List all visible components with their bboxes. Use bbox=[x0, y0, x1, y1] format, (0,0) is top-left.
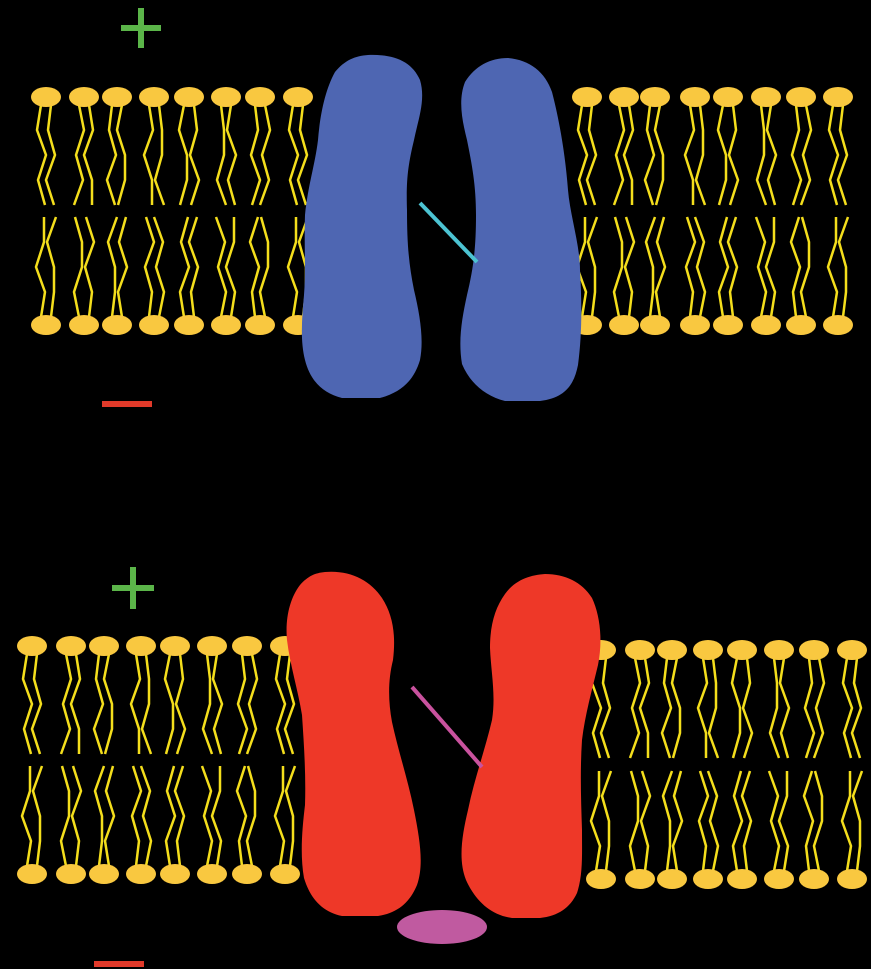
lipid-head bbox=[693, 640, 723, 660]
lipid-head bbox=[640, 87, 670, 107]
minus-sign-icon bbox=[102, 401, 152, 407]
lipid-head bbox=[586, 869, 616, 889]
lipid-head bbox=[17, 864, 47, 884]
lipid-head bbox=[89, 864, 119, 884]
lipid-head bbox=[160, 636, 190, 656]
lipid-head bbox=[764, 640, 794, 660]
lipid-head bbox=[713, 87, 743, 107]
lipid-head bbox=[680, 87, 710, 107]
lipid-head bbox=[139, 315, 169, 335]
lipid-head bbox=[799, 640, 829, 660]
lipid-head bbox=[17, 636, 47, 656]
lipid-head bbox=[837, 869, 867, 889]
lipid-head bbox=[270, 864, 300, 884]
lipid-head bbox=[56, 864, 86, 884]
ligand-ellipse bbox=[397, 910, 487, 944]
lipid-head bbox=[657, 640, 687, 660]
lipid-head bbox=[160, 864, 190, 884]
lipid-head bbox=[139, 87, 169, 107]
minus-sign-icon bbox=[94, 961, 144, 967]
lipid-head bbox=[640, 315, 670, 335]
lipid-head bbox=[174, 87, 204, 107]
lipid-head bbox=[625, 640, 655, 660]
lipid-head bbox=[625, 869, 655, 889]
lipid-head bbox=[823, 87, 853, 107]
lipid-head bbox=[232, 636, 262, 656]
lipid-head bbox=[211, 315, 241, 335]
lipid-head bbox=[102, 87, 132, 107]
lipid-head bbox=[174, 315, 204, 335]
lipid-head bbox=[31, 87, 61, 107]
lipid-head bbox=[102, 315, 132, 335]
lipid-head bbox=[197, 864, 227, 884]
lipid-head bbox=[283, 87, 313, 107]
lipid-head bbox=[609, 315, 639, 335]
lipid-head bbox=[245, 87, 275, 107]
lipid-head bbox=[727, 869, 757, 889]
lipid-head bbox=[693, 869, 723, 889]
lipid-head bbox=[786, 315, 816, 335]
lipid-head bbox=[572, 87, 602, 107]
lipid-head bbox=[126, 864, 156, 884]
lipid-head bbox=[657, 869, 687, 889]
lipid-head bbox=[89, 636, 119, 656]
lipid-head bbox=[69, 87, 99, 107]
lipid-head bbox=[764, 869, 794, 889]
lipid-head bbox=[680, 315, 710, 335]
lipid-head bbox=[126, 636, 156, 656]
lipid-head bbox=[713, 315, 743, 335]
lipid-head bbox=[211, 87, 241, 107]
lipid-head bbox=[786, 87, 816, 107]
lipid-head bbox=[31, 315, 61, 335]
lipid-head bbox=[609, 87, 639, 107]
lipid-head bbox=[799, 869, 829, 889]
lipid-head bbox=[197, 636, 227, 656]
lipid-head bbox=[727, 640, 757, 660]
lipid-head bbox=[245, 315, 275, 335]
lipid-head bbox=[837, 640, 867, 660]
lipid-head bbox=[751, 87, 781, 107]
lipid-head bbox=[56, 636, 86, 656]
lipid-head bbox=[232, 864, 262, 884]
lipid-head bbox=[69, 315, 99, 335]
lipid-head bbox=[823, 315, 853, 335]
lipid-head bbox=[751, 315, 781, 335]
